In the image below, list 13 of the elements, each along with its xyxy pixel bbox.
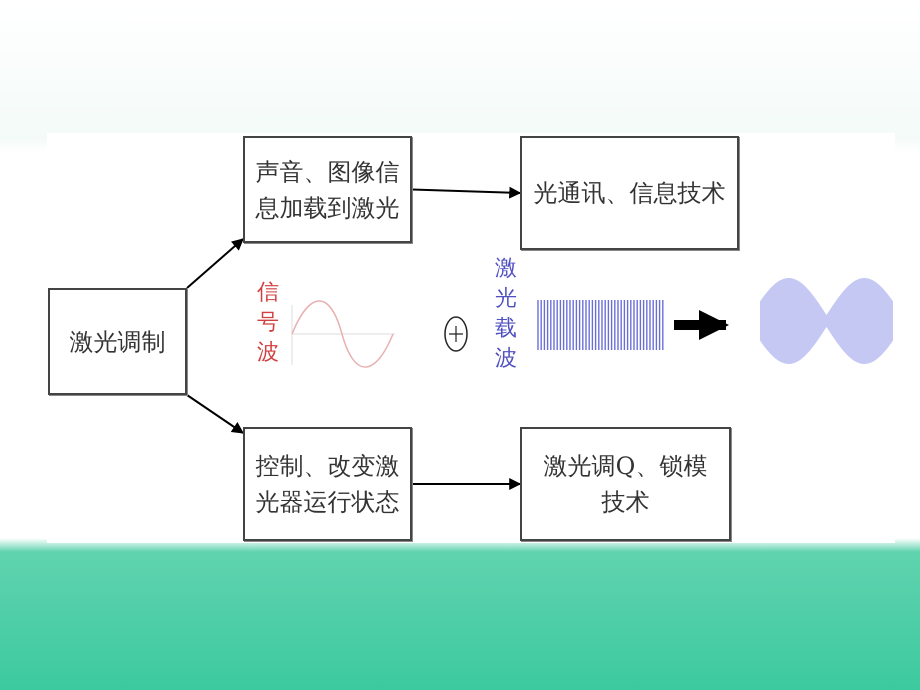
process-box: 激光调制 <box>48 288 187 395</box>
vertical-label: 激光载波 <box>494 255 518 373</box>
process-box: 激光调Q、锁模技术 <box>520 427 731 541</box>
arrow <box>186 394 244 434</box>
arrow <box>674 310 729 340</box>
vertical-label: 信号波 <box>256 279 280 367</box>
process-box: 光通讯、信息技术 <box>520 136 739 250</box>
process-box: 控制、改变激光器运行状态 <box>243 427 412 541</box>
picture <box>758 276 895 366</box>
arrow <box>412 478 522 490</box>
arrow <box>412 186 522 199</box>
arrow <box>186 238 244 289</box>
process-box: 声音、图像信息加载到激光 <box>243 136 412 243</box>
